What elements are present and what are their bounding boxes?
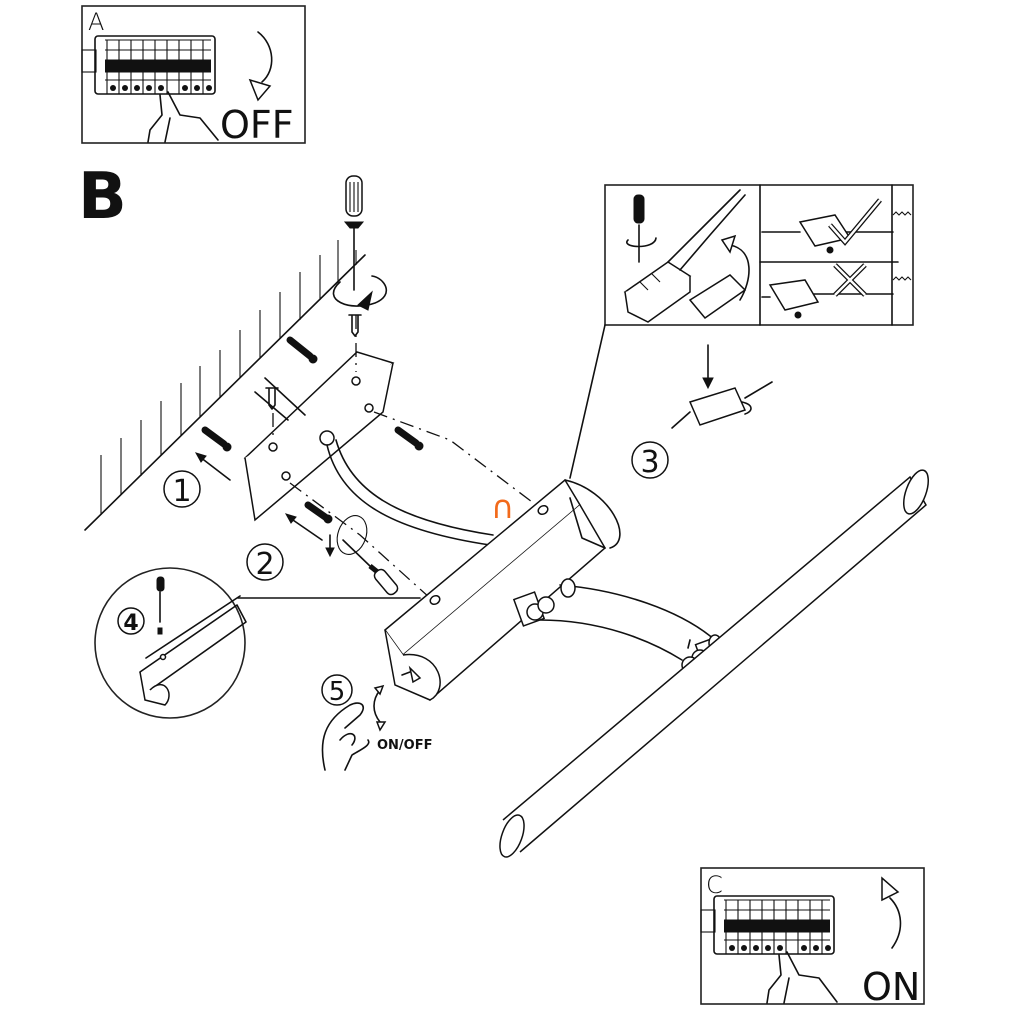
dash-guides [272,315,541,599]
mounting-bracket [243,351,395,522]
detail-circle [94,567,421,719]
step-5-number: 5 [329,677,346,707]
step-5-badge: 5 [321,674,353,707]
off-label: OFF [220,103,294,147]
lamp-housing [383,478,621,702]
screwdriver-icon [626,194,657,263]
side-screwdriver-icon [325,515,399,596]
panel-b-letter: B [78,160,127,234]
rotate-down-arrow-icon [248,31,273,102]
hand-icon [147,91,219,143]
wall-plug-icon [201,336,424,524]
rotate-up-arrow-icon [881,876,902,949]
step-4-number: 4 [123,611,138,636]
power-cable [326,439,494,546]
step-4-badge: 4 [117,607,145,636]
step-2-number: 2 [255,547,274,582]
wall-surface [84,240,366,531]
step-1-badge: 1 [163,470,201,509]
insert-arrow-icon [194,452,323,541]
hinge-joint [512,578,576,627]
panel-c: C ON [700,867,925,1009]
panel-c-letter: C [706,871,723,899]
screw-icon [265,314,362,410]
light-bar [499,469,930,858]
toggle-arrow-icon [373,684,385,696]
correct-connection [761,198,894,254]
circuit-breaker-icon [700,895,835,955]
step-2-badge: 2 [246,543,284,582]
panel-a-letter: A [88,8,104,36]
on-off-label: ON/OFF [377,738,433,753]
wire-connector-icon [671,344,773,429]
panel-a: A OFF [81,5,306,147]
hand-icon [766,951,838,1004]
top-screwdriver-icon [332,175,388,311]
step-3-number: 3 [640,445,659,480]
step-3-badge: 3 [631,441,669,480]
circuit-breaker-icon [81,35,216,95]
highlight-mark: ∩ [491,488,514,526]
cross-icon [833,263,867,297]
wiring-inset [604,184,914,326]
on-label: ON [862,965,920,1009]
check-icon [829,199,881,244]
terminal-block-icon [623,189,750,323]
inset-leader-line [569,324,606,479]
small-screwdriver-icon [156,576,165,635]
switch-hand-icon [321,684,387,771]
step-1-number: 1 [172,474,191,509]
incorrect-connection [761,263,894,319]
